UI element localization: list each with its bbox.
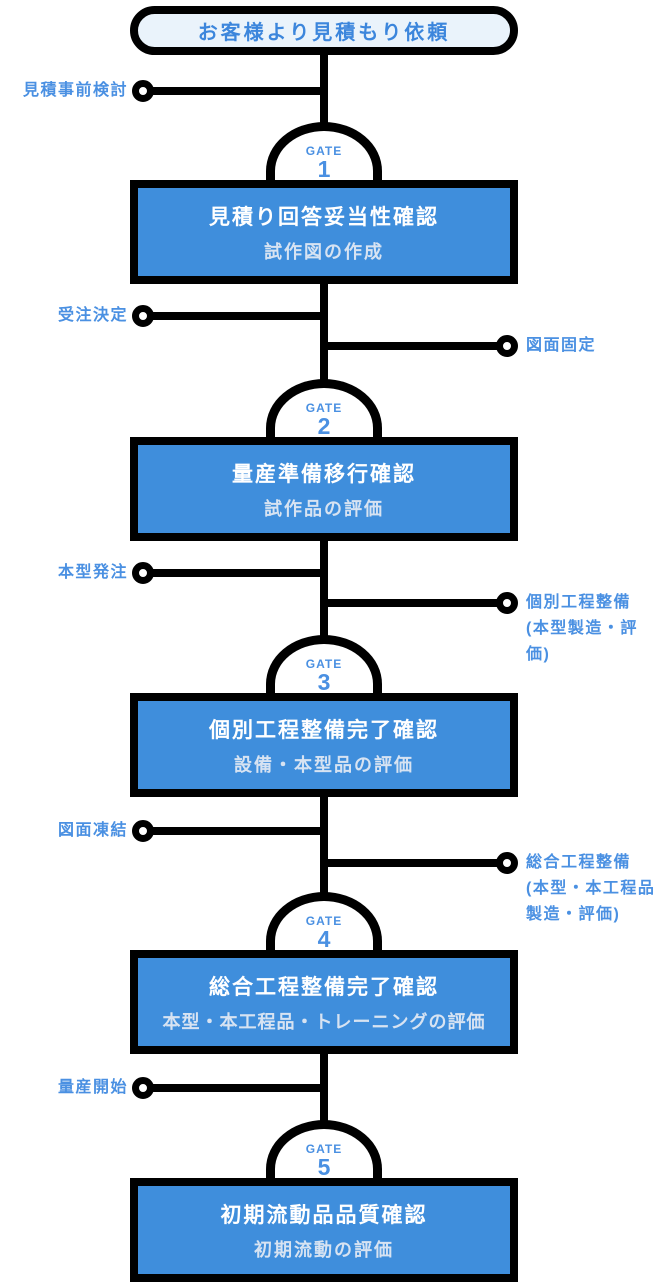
milestone-label-right-1: 図面固定 [526,337,597,354]
milestone-dot [132,305,154,327]
milestone-dot [496,335,518,357]
milestone-dot [496,592,518,614]
milestone-label-left-5: 量産開始 [57,1079,128,1096]
milestone-dot [132,820,154,842]
gate-1-number: 1 [317,156,331,182]
stage-2-subtitle: 試作品の評価 [264,498,384,519]
gate-3-word: GATE [305,657,343,671]
flow-line-segment [320,1052,328,1124]
gate-3: GATE 3 [266,635,382,695]
gate-4-number: 4 [317,926,331,952]
flow-line-segment [320,282,328,383]
milestone-label-left-3: 本型発注 [57,564,128,581]
stage-1-subtitle: 試作図の作成 [264,241,384,262]
flow-line-segment [320,50,328,126]
gate-2-number: 2 [317,413,331,439]
stage-2-title: 量産準備移行確認 [232,462,416,486]
milestone-dot [132,1077,154,1099]
start-node-label: お客様より見積もり依頼 [197,22,451,44]
stage-5-subtitle: 初期流動の評価 [254,1239,394,1260]
flow-line-segment [320,795,328,896]
stage-box-3: 個別工程整備完了確認 設備・本型品の評価 [130,693,518,797]
milestone-label-left-2: 受注決定 [57,307,128,324]
milestone-connector-line [324,859,507,867]
gate-5-word: GATE [305,1142,343,1156]
milestone-connector-line [143,827,324,835]
stage-box-5: 初期流動品品質確認 初期流動の評価 [130,1178,518,1282]
stage-4-subtitle: 本型・本工程品・トレーニングの評価 [162,1011,486,1032]
milestone-label-left-4: 図面凍結 [57,822,128,839]
stage-3-subtitle: 設備・本型品の評価 [234,754,414,775]
milestone-dot [132,562,154,584]
milestone-connector-line [143,87,324,95]
gate-4-word: GATE [305,914,343,928]
milestone-connector-line [143,312,324,320]
gate-1: GATE 1 [266,122,382,182]
stage-box-1: 見積り回答妥当性確認 試作図の作成 [130,180,518,284]
milestone-connector-line [143,1084,324,1092]
gate-4: GATE 4 [266,892,382,952]
stage-box-2: 量産準備移行確認 試作品の評価 [130,437,518,541]
stage-1-title: 見積り回答妥当性確認 [209,205,439,229]
stage-3-title: 個別工程整備完了確認 [209,718,439,742]
gate-1-word: GATE [305,144,343,158]
milestone-dot [132,80,154,102]
milestone-label-right-3: 総合工程整備 (本型・本工程品 製造・評価) [526,854,656,923]
milestone-connector-line [324,599,507,607]
milestone-connector-line [143,569,324,577]
milestone-connector-line [324,342,507,350]
gate-2-word: GATE [305,401,343,415]
start-node: お客様より見積もり依頼 [130,6,518,55]
stage-4-title: 総合工程整備完了確認 [209,975,439,999]
gate-5-number: 5 [317,1154,331,1180]
milestone-label-right-2: 個別工程整備 (本型製造・評価) [526,594,638,663]
stage-box-4: 総合工程整備完了確認 本型・本工程品・トレーニングの評価 [130,950,518,1054]
gate-5: GATE 5 [266,1120,382,1180]
stage-5-title: 初期流動品品質確認 [220,1203,428,1227]
milestone-label-left-1: 見積事前検討 [22,82,128,99]
milestone-dot [496,852,518,874]
gate-2: GATE 2 [266,379,382,439]
gate-3-number: 3 [317,669,331,695]
flow-line-segment [320,539,328,639]
